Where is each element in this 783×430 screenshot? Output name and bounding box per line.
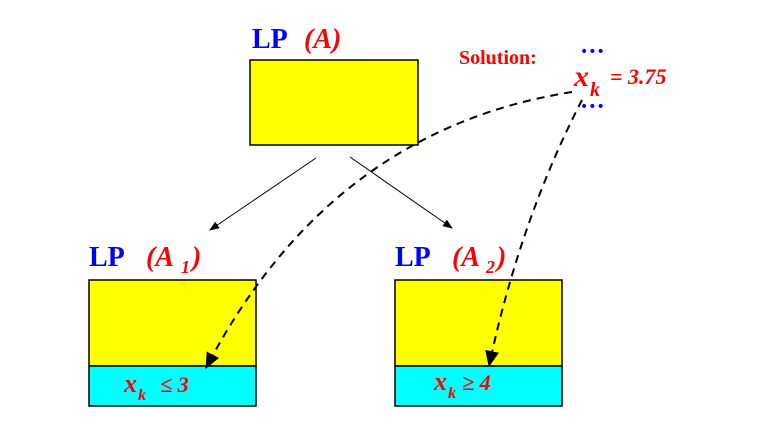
left-constraint-var: x — [123, 369, 137, 398]
right-name: (A — [452, 242, 480, 273]
right-lp-box — [394, 279, 563, 367]
root-name: (A) — [304, 24, 341, 55]
right-constraint-var-sub: k — [448, 385, 456, 402]
right-lp-label: LP — [395, 242, 431, 273]
left-name-sub: 1 — [181, 257, 190, 277]
right-name-close: ) — [494, 242, 506, 273]
left-name: (A — [146, 242, 174, 273]
right-constraint-box — [394, 365, 563, 407]
solution-label: Solution: — [459, 47, 537, 69]
right-name-sub: 2 — [485, 257, 495, 277]
solution-value: = 3.75 — [610, 64, 667, 89]
right-constraint: ≥ 4 — [462, 370, 491, 395]
dashed-arrow-to-right — [485, 99, 583, 367]
ellipsis-top: ••• — [580, 44, 605, 60]
left-lp-label: LP — [89, 242, 125, 273]
branch-arrow-left — [209, 157, 317, 231]
solution-var-sub: k — [590, 79, 600, 101]
left-constraint-box — [88, 365, 257, 407]
left-name-close: ) — [189, 242, 201, 273]
right-constraint-var: x — [433, 367, 447, 396]
root-lp-label: LP — [252, 24, 288, 55]
branch-arrow-right — [349, 156, 453, 229]
left-constraint: ≤ 3 — [160, 372, 189, 397]
ellipsis-bottom: ••• — [580, 99, 605, 115]
solution-var: x — [573, 60, 589, 93]
left-lp-box — [88, 279, 257, 367]
left-constraint-var-sub: k — [138, 387, 146, 404]
root-lp-box — [249, 59, 419, 146]
